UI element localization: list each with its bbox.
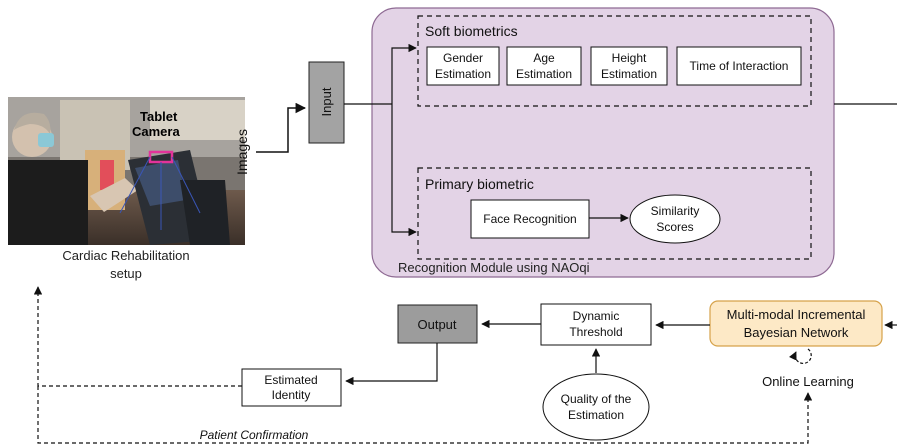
bayesian-network-line1: Multi-modal Incremental (727, 307, 866, 322)
age-estimation-box (506, 46, 582, 86)
time-of-interaction-box (676, 46, 802, 86)
height-estimation-box (590, 46, 668, 86)
output-node (397, 304, 478, 344)
quality-estimation-line2: Estimation (568, 408, 624, 422)
face-recognition-label: Face Recognition (483, 212, 576, 226)
bayesian-network-node (709, 300, 883, 347)
input-label: Input (319, 87, 334, 116)
height-estimation-line1: Height (612, 51, 647, 65)
time-of-interaction-label: Time of Interaction (690, 59, 789, 73)
dynamic-threshold-node (540, 303, 652, 346)
primary-biometric-title: Primary biometric (425, 176, 534, 192)
estimated-identity-line2: Identity (272, 388, 311, 402)
similarity-scores-line2: Scores (656, 220, 693, 234)
dynamic-threshold-line2: Threshold (569, 325, 622, 339)
patient-confirmation-dashed-arrow (37, 386, 813, 444)
similarity-scores-line1: Similarity (651, 204, 700, 218)
primary-biometric-group (417, 167, 812, 260)
online-learning-cycle-icon (788, 348, 812, 365)
photo-overlay-line2: Camera (132, 124, 180, 139)
soft-biometrics-group (417, 15, 812, 107)
gender-estimation-line2: Estimation (435, 67, 491, 81)
quality-estimation-node (542, 373, 650, 441)
estimated-identity-node (241, 368, 342, 407)
soft-biometrics-title: Soft biometrics (425, 23, 518, 39)
patient-confirmation-label: Patient Confirmation (200, 428, 309, 442)
output-label: Output (417, 317, 456, 332)
photo-caption-line2: setup (110, 266, 142, 281)
gender-estimation-box (426, 46, 500, 86)
gender-estimation-line1: Gender (443, 51, 483, 65)
dynamic-threshold-line1: Dynamic (573, 309, 620, 323)
height-estimation-line2: Estimation (601, 67, 657, 81)
age-estimation-line2: Estimation (516, 67, 572, 81)
images-label: Images (234, 129, 250, 175)
face-recognition-box (470, 199, 590, 239)
online-learning-label: Online Learning (762, 374, 854, 389)
photo-overlay-line1: Tablet (140, 109, 178, 124)
fork-to-primary-arrow (391, 104, 417, 237)
fork-to-soft-arrow (391, 43, 417, 104)
output-to-identity-arrow (345, 343, 438, 386)
quality-estimation-line1: Quality of the (561, 392, 632, 406)
input-node (308, 61, 345, 144)
recognition-module-label: Recognition Module using NAOqi (398, 260, 590, 275)
rehabilitation-photo (8, 97, 245, 245)
images-to-input-arrow (256, 102, 307, 153)
identity-to-setup-dashed-arrow (33, 286, 242, 387)
similarity-scores-node (629, 194, 721, 244)
bayesian-network-line2: Bayesian Network (744, 325, 849, 340)
photo-caption-line1: Cardiac Rehabilitation (62, 248, 189, 263)
age-estimation-line1: Age (533, 51, 555, 65)
estimated-identity-line1: Estimated (264, 373, 317, 387)
